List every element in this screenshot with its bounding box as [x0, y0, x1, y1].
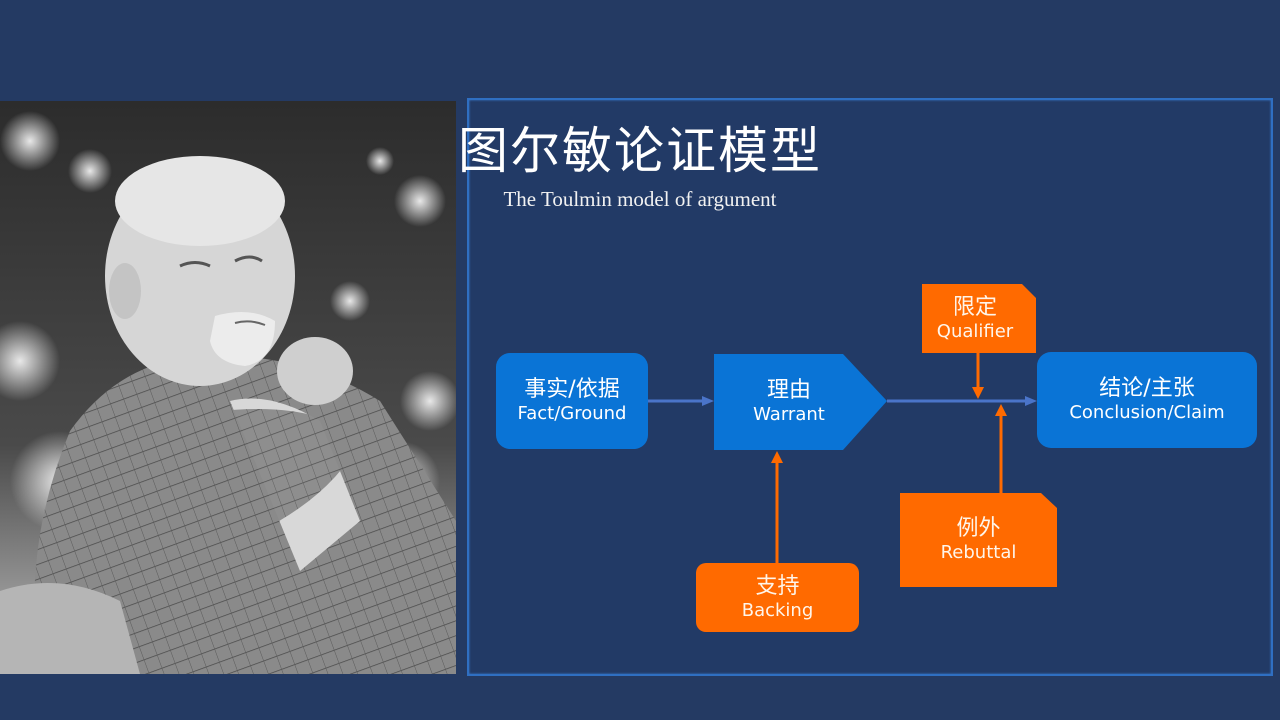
node-warrant: 理由 Warrant [714, 354, 864, 450]
node-conclusion-zh: 结论/主张 [1099, 376, 1195, 401]
node-backing-zh: 支持 [755, 573, 800, 599]
node-rebuttal-zh: 例外 [956, 516, 1001, 541]
node-qualifier: 限定 Qualifier [922, 284, 1028, 353]
node-fact-zh: 事实/依据 [524, 377, 620, 402]
node-rebuttal: 例外 Rebuttal [900, 493, 1057, 587]
node-fact-ground: 事实/依据 Fact/Ground [496, 353, 648, 449]
node-conclusion-en: Conclusion/Claim [1069, 402, 1225, 424]
slide-title: 图尔敏论证模型 [458, 122, 822, 180]
node-backing: 支持 Backing [696, 563, 859, 632]
node-warrant-zh: 理由 [766, 378, 811, 403]
portrait-photo [0, 101, 456, 674]
portrait-image [0, 101, 456, 674]
node-qualifier-en: Qualifier [936, 320, 1014, 342]
node-qualifier-zh: 限定 [952, 294, 997, 320]
slide-subtitle: The Toulmin model of argument [503, 187, 777, 211]
node-fact-en: Fact/Ground [517, 403, 627, 425]
node-backing-en: Backing [741, 599, 814, 621]
node-warrant-en: Warrant [753, 404, 825, 426]
node-conclusion-claim: 结论/主张 Conclusion/Claim [1037, 352, 1257, 448]
node-rebuttal-en: Rebuttal [940, 542, 1017, 564]
